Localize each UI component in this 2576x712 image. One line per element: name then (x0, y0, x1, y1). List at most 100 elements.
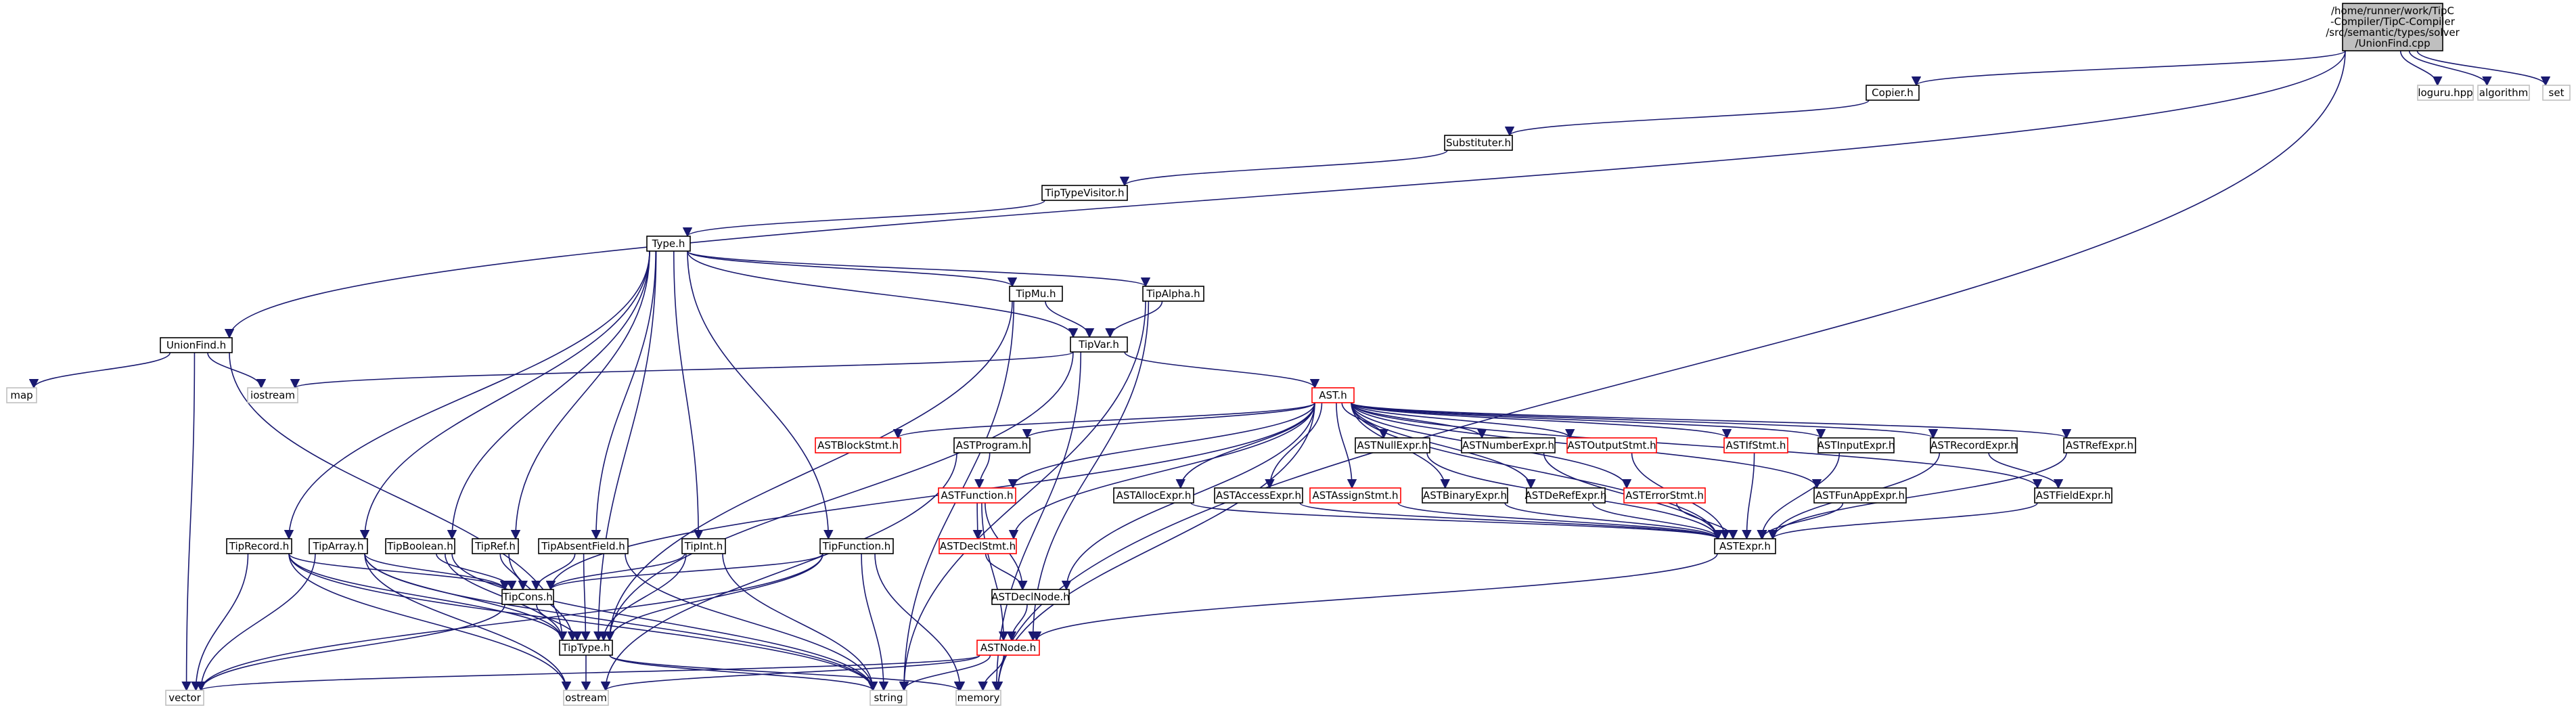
node-tipref-box (472, 538, 519, 554)
node-tipcons[interactable]: TipCons.h (501, 589, 554, 605)
node-set[interactable]: set (2542, 85, 2571, 101)
node-memory[interactable]: memory (955, 690, 1001, 706)
node-astallocexpr-box (1113, 487, 1194, 504)
node-tiptypevisitor[interactable]: TipTypeVisitor.h (1041, 185, 1128, 201)
node-algorithm[interactable]: algorithm (2477, 85, 2530, 101)
node-algorithm-label: algorithm (2479, 87, 2528, 99)
node-astnumberexpr[interactable]: ASTNumberExpr.h (1461, 437, 1556, 453)
node-astrefexpr-box (2063, 437, 2136, 453)
node-type[interactable]: Type.h (646, 236, 691, 252)
node-tipalpha-box (1142, 286, 1204, 302)
node-type-box (646, 236, 691, 252)
node-astfunappexpr[interactable]: ASTFunAppExpr.h (1813, 487, 1907, 504)
node-tiptypevisitor-label: TipTypeVisitor.h (1044, 187, 1124, 199)
node-copier-box (1866, 85, 1920, 101)
node-astinputexpr[interactable]: ASTInputExpr.h (1817, 437, 1895, 453)
node-astnullexpr[interactable]: ASTNullExpr.h (1355, 437, 1430, 453)
node-loguru[interactable]: loguru.hpp (2417, 85, 2474, 101)
node-astblockstmt[interactable]: ASTBlockStmt.h (815, 437, 901, 453)
node-astfieldexpr-label: ASTFieldExpr.h (2036, 489, 2111, 502)
node-root[interactable]: /home/runner/work/TipC-Compiler/TipC-Com… (2326, 3, 2460, 51)
edge-tipfunction-to-tipcons (546, 553, 823, 591)
node-tiprecord-box (226, 538, 292, 554)
node-astaccessexpr[interactable]: ASTAccessExpr.h (1214, 487, 1303, 504)
node-astdeclstmt[interactable]: ASTDeclStmt.h (939, 538, 1017, 554)
node-astfunction-box (938, 487, 1016, 504)
node-tiparray[interactable]: TipArray.h (309, 538, 368, 554)
node-vector-box (165, 690, 204, 706)
node-tiptype-label: TipType.h (561, 642, 610, 654)
node-astifstmt[interactable]: ASTIfStmt.h (1723, 437, 1788, 453)
edge-tipvar-to-tiptype (604, 351, 1074, 642)
edge-root-to-loguru (2399, 50, 2443, 87)
node-tiptype-box (559, 640, 613, 656)
node-unionfind[interactable]: UnionFind.h (160, 337, 233, 353)
node-astrecordexpr[interactable]: ASTRecordExpr.h (1930, 437, 2018, 453)
node-tipref[interactable]: TipRef.h (472, 538, 519, 554)
node-astbinaryexpr[interactable]: ASTBinaryExpr.h (1422, 487, 1508, 504)
edge-tipcons-to-vector (196, 604, 505, 692)
node-loguru-label: loguru.hpp (2418, 87, 2472, 99)
node-astprogram[interactable]: ASTProgram.h (953, 437, 1031, 453)
node-astderefexpr[interactable]: ASTDeRefExpr.h (1525, 487, 1607, 504)
node-asterrorstmt-box (1623, 487, 1706, 504)
node-copier[interactable]: Copier.h (1866, 85, 1920, 101)
node-astfieldexpr[interactable]: ASTFieldExpr.h (2034, 487, 2112, 504)
node-tipfunction[interactable]: TipFunction.h (819, 538, 894, 554)
node-tipint-box (681, 538, 726, 554)
edge-astprogram-to-ostream (600, 452, 957, 692)
edge-tiparray-to-tipcons (364, 553, 510, 591)
node-astfunction[interactable]: ASTFunction.h (938, 487, 1016, 504)
edge-tipint-to-tipcons (545, 553, 685, 591)
node-tiptype[interactable]: TipType.h (559, 640, 613, 656)
node-astexpr[interactable]: ASTExpr.h (1714, 538, 1776, 554)
edge-unionfind-to-map (28, 352, 171, 389)
node-ast-label: AST.h (1319, 389, 1347, 401)
node-map[interactable]: map (6, 387, 37, 403)
edge-ast-to-astassignstmt (1336, 402, 1357, 489)
node-tipref-label: TipRef.h (474, 540, 516, 552)
node-tipboolean[interactable]: TipBoolean.h (385, 538, 455, 554)
edge-unionfind-to-vector (181, 352, 196, 692)
node-asterrorstmt-label: ASTErrorStmt.h (1625, 489, 1704, 502)
node-ostream[interactable]: ostream (563, 690, 609, 706)
node-tiprecord[interactable]: TipRecord.h (226, 538, 292, 554)
edge-tipboolean-to-string (451, 553, 878, 692)
node-string-box (869, 690, 907, 706)
node-substituter[interactable]: Substituter.h (1444, 135, 1513, 151)
node-asterrorstmt[interactable]: ASTErrorStmt.h (1623, 487, 1706, 504)
edge-astnode-to-vector (196, 654, 980, 692)
node-tipalpha[interactable]: TipAlpha.h (1142, 286, 1204, 302)
edge-tipint-to-string (722, 553, 878, 692)
node-astifstmt-label: ASTIfStmt.h (1726, 439, 1786, 451)
node-astrefexpr-label: ASTRefExpr.h (2066, 439, 2133, 451)
node-astrefexpr[interactable]: ASTRefExpr.h (2063, 437, 2136, 453)
node-tiparray-box (309, 538, 368, 554)
node-ostream-label: ostream (565, 692, 607, 704)
edge-ast-to-astoutputstmt (1351, 402, 1575, 439)
edge-root-to-memory (993, 50, 2346, 692)
node-string[interactable]: string (869, 690, 907, 706)
edge-tipfunction-to-vector (196, 553, 823, 692)
node-tipint[interactable]: TipInt.h (681, 538, 726, 554)
node-astderefexpr-label: ASTDeRefExpr.h (1525, 489, 1607, 502)
node-astallocexpr[interactable]: ASTAllocExpr.h (1113, 487, 1194, 504)
node-astassignstmt[interactable]: ASTAssignStmt.h (1309, 487, 1401, 504)
node-memory-box (955, 690, 1001, 706)
edge-astfunappexpr-to-astexpr (1757, 502, 1844, 540)
node-astnode[interactable]: ASTNode.h (976, 640, 1040, 656)
node-tipabsentfield-label: TipAbsentField.h (541, 540, 625, 552)
node-tipabsentfield[interactable]: TipAbsentField.h (538, 538, 629, 554)
node-astoutputstmt[interactable]: ASTOutputStmt.h (1566, 437, 1657, 453)
node-iostream[interactable]: iostream (247, 387, 298, 403)
node-astdeclnode[interactable]: ASTDeclNode.h (991, 589, 1070, 605)
node-vector[interactable]: vector (165, 690, 204, 706)
edge-tipmu-to-tipvar (1045, 301, 1095, 338)
edge-tipref-to-tipcons (499, 553, 528, 591)
node-ast[interactable]: AST.h (1311, 387, 1355, 403)
node-astderefexpr-box (1526, 487, 1606, 504)
edge-astnode-to-memory (978, 654, 1005, 692)
node-substituter-label: Substituter.h (1446, 137, 1511, 149)
node-tipmu[interactable]: TipMu.h (1009, 286, 1063, 302)
node-tipvar[interactable]: TipVar.h (1070, 336, 1128, 353)
